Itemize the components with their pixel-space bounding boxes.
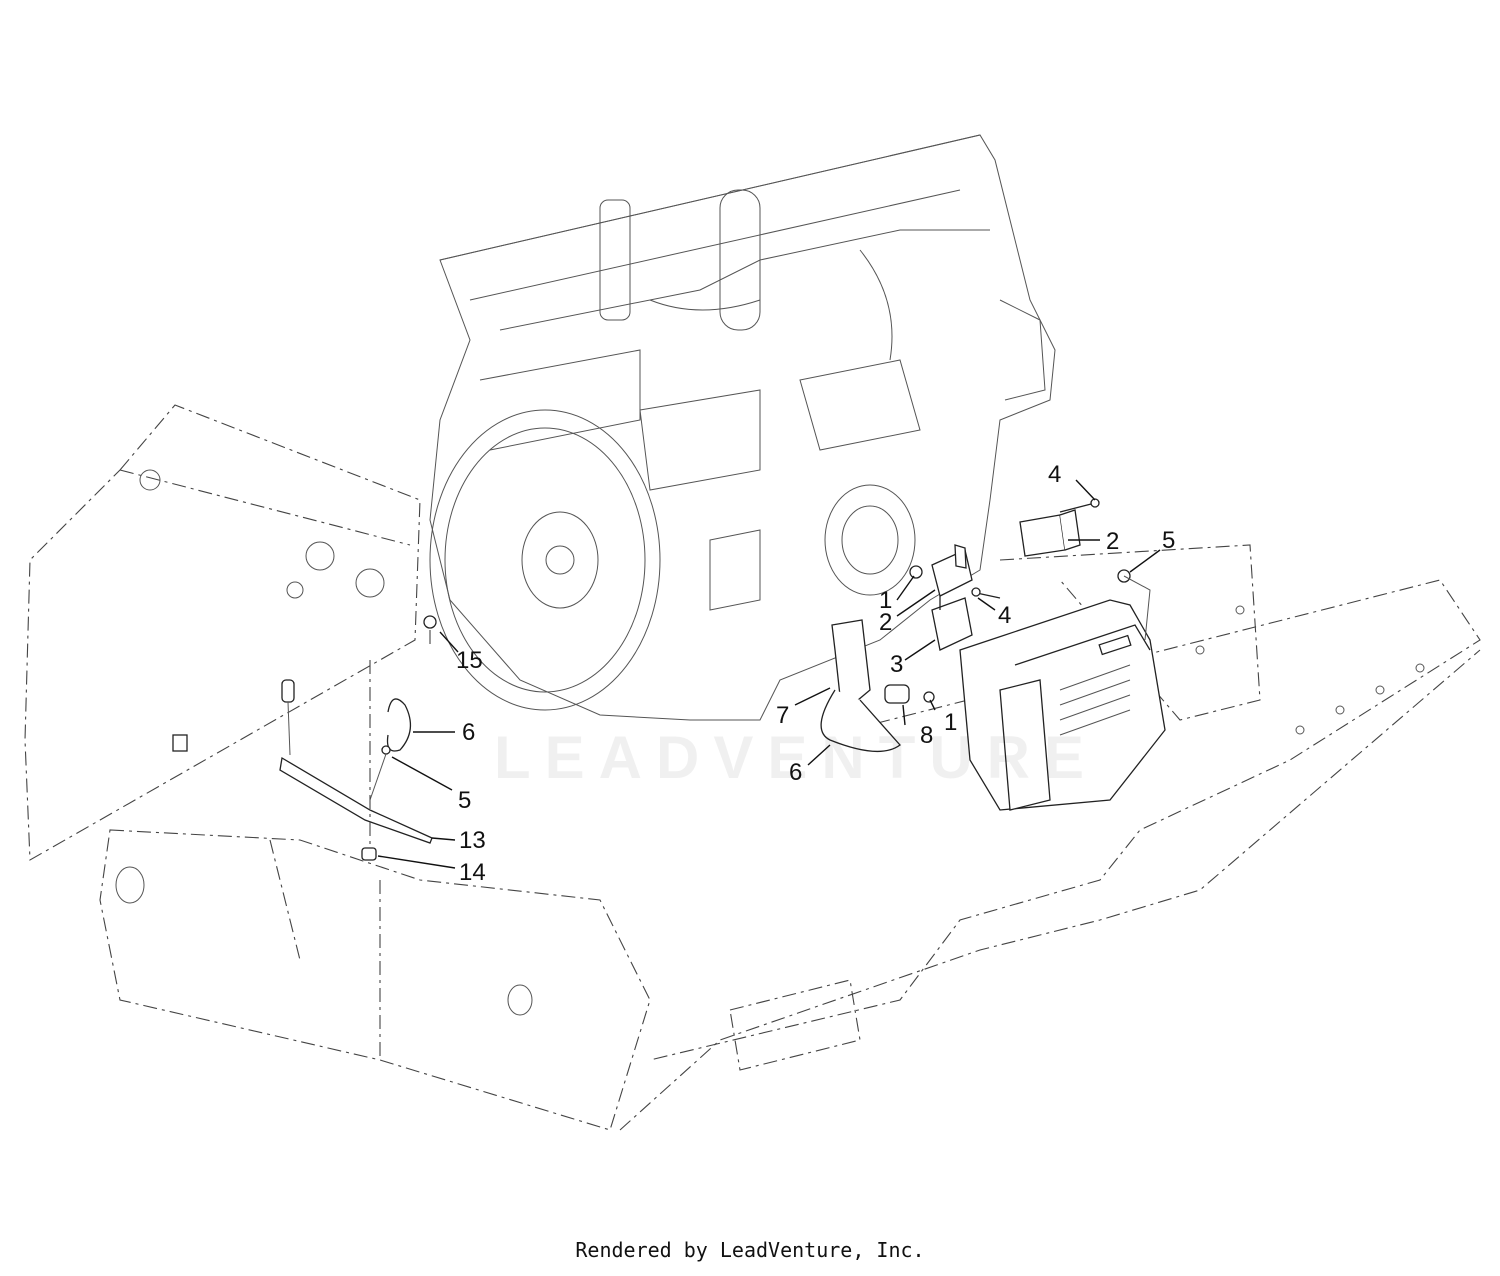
callout-2: 2	[879, 609, 892, 636]
relay-assembly	[172, 544, 1001, 753]
watermark-text: LEADVENTURE	[494, 724, 1098, 791]
callout-5: 5	[1162, 527, 1175, 554]
callout-4: 4	[1048, 461, 1061, 488]
callout-6: 6	[462, 719, 475, 746]
lower-frame-rail	[99, 829, 651, 1131]
relay-upper	[1019, 498, 1100, 557]
callout-1: 1	[944, 709, 957, 736]
callout-14: 14	[459, 859, 486, 886]
callout-15: 15	[456, 647, 483, 674]
ecu-module	[959, 569, 1166, 811]
render-credit: Rendered by LeadVenture, Inc.	[575, 1238, 925, 1262]
callout-2: 2	[1106, 528, 1119, 555]
callout-7: 7	[776, 702, 789, 729]
callouts: 4 2 5 1 2 4 3 1 8 7 6 15 6 5 13 14	[456, 461, 1175, 886]
leader-lines	[377, 479, 1161, 869]
callout-6: 6	[789, 759, 802, 786]
ground-strap-assembly	[279, 615, 437, 861]
callout-5: 5	[458, 787, 471, 814]
callout-8: 8	[920, 722, 933, 749]
callout-3: 3	[890, 651, 903, 678]
callout-13: 13	[459, 827, 486, 854]
callout-4: 4	[998, 602, 1011, 629]
left-frame-panel	[24, 404, 421, 861]
engine	[429, 134, 1056, 721]
callout-1: 1	[879, 587, 892, 614]
